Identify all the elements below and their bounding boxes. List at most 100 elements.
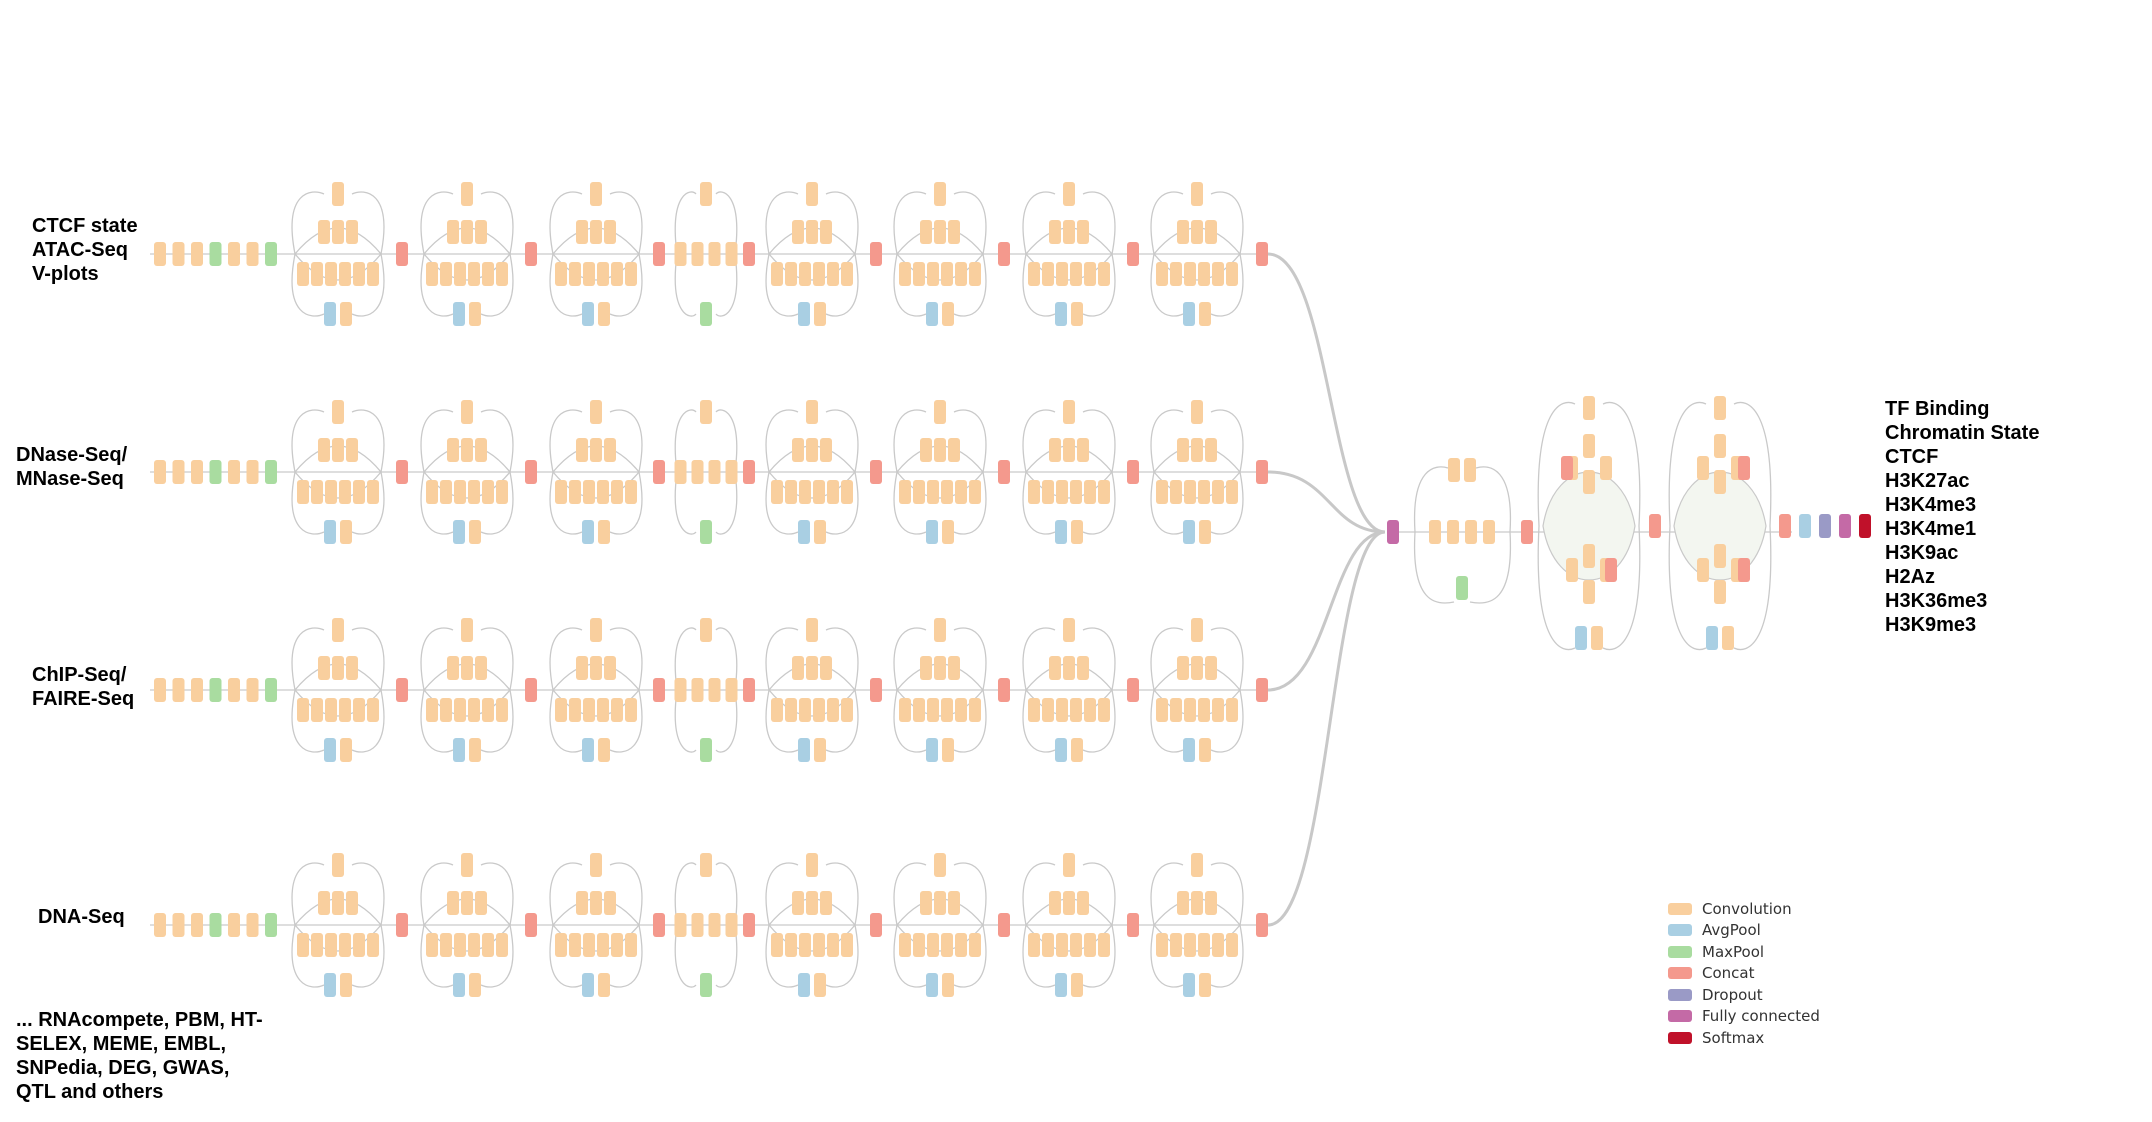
conv-block: [913, 933, 925, 957]
conv-block: [771, 933, 783, 957]
concat-block: [743, 678, 755, 702]
conv-block: [1714, 580, 1726, 604]
conv-block: [806, 618, 818, 642]
conv-block: [948, 220, 960, 244]
conv-block: [461, 618, 473, 642]
module-outline: [825, 409, 859, 473]
conv-block: [813, 698, 825, 722]
extra-sources-line: SELEX, MEME, EMBL,: [16, 1033, 227, 1055]
module-outline: [291, 471, 325, 535]
avgpool-block: [453, 302, 465, 326]
conv-block: [1028, 933, 1040, 957]
conv-block: [461, 220, 473, 244]
conv-block: [785, 480, 797, 504]
module-outline: [420, 924, 454, 988]
module-outline: [1668, 525, 1707, 651]
conv-block: [841, 933, 853, 957]
conv-block: [841, 698, 853, 722]
conv-block: [1042, 480, 1054, 504]
conv-block: [1714, 396, 1726, 420]
conv-block: [569, 480, 581, 504]
module-outline: [1668, 401, 1707, 527]
conv-block: [1583, 396, 1595, 420]
conv-block: [590, 618, 602, 642]
conv-block: [799, 262, 811, 286]
module-outline: [765, 862, 799, 926]
conv-block: [934, 656, 946, 680]
module-outline: [715, 471, 738, 535]
conv-block: [920, 220, 932, 244]
concat-block: [1649, 514, 1661, 538]
module-outline: [825, 862, 859, 926]
conv-block: [1077, 438, 1089, 462]
conv-block: [814, 520, 826, 544]
conv-block: [1583, 434, 1595, 458]
module-outline: [480, 689, 514, 753]
conv-block: [771, 262, 783, 286]
conv-block: [1063, 220, 1075, 244]
conv-block: [1205, 220, 1217, 244]
conv-block: [1205, 438, 1217, 462]
input-label-line: DNase-Seq/: [16, 444, 128, 466]
module-outline: [893, 627, 927, 691]
maxpool-block: [265, 242, 277, 266]
conv-block: [820, 891, 832, 915]
avgpool-block: [1799, 514, 1811, 538]
conv-block: [827, 698, 839, 722]
conv-block: [1198, 698, 1210, 722]
conv-block: [576, 891, 588, 915]
maxpool-block: [265, 678, 277, 702]
conv-block: [841, 262, 853, 286]
conv-block: [590, 438, 602, 462]
concat-block: [525, 460, 537, 484]
conv-block: [469, 302, 481, 326]
conv-block: [969, 698, 981, 722]
input-label-dna-seq: DNA-Seq: [38, 905, 125, 929]
conv-block: [674, 913, 687, 937]
module-outline: [549, 924, 583, 988]
module-outline: [1210, 191, 1244, 255]
conv-block: [1448, 458, 1460, 482]
conv-block: [955, 698, 967, 722]
module-outline: [420, 627, 454, 691]
conv-block: [1191, 656, 1203, 680]
module-outline: [291, 191, 325, 255]
conv-block: [1583, 544, 1595, 568]
conv-block: [576, 656, 588, 680]
concat-block: [1256, 460, 1268, 484]
module-outline: [291, 409, 325, 473]
conv-block: [700, 182, 712, 206]
module-outline: [893, 924, 927, 988]
maxpool-block: [700, 302, 712, 326]
conv-block: [1566, 558, 1578, 582]
conv-block: [1077, 656, 1089, 680]
maxpool-block: [209, 242, 222, 266]
conv-block: [934, 438, 946, 462]
conv-block: [461, 182, 473, 206]
conv-block: [1465, 520, 1477, 544]
conv-block: [899, 262, 911, 286]
conv-block: [934, 618, 946, 642]
conv-block: [468, 480, 480, 504]
concat-block: [1127, 913, 1139, 937]
concat-block: [396, 678, 408, 702]
conv-block: [1212, 698, 1224, 722]
module-outline: [420, 862, 454, 926]
module-outline: [1082, 409, 1116, 473]
module-outline: [351, 471, 385, 535]
conv-block: [1071, 973, 1083, 997]
conv-block: [1212, 480, 1224, 504]
concat-block: [870, 242, 882, 266]
conv-block: [1199, 302, 1211, 326]
conv-block: [841, 480, 853, 504]
conv-block: [297, 480, 309, 504]
conv-block: [461, 891, 473, 915]
conv-block: [583, 698, 595, 722]
module-outline: [1022, 924, 1056, 988]
conv-block: [820, 220, 832, 244]
concat-block: [653, 242, 665, 266]
avgpool-block: [324, 302, 336, 326]
legend-swatch: [1668, 1031, 1692, 1044]
conv-block: [1170, 262, 1182, 286]
conv-block: [1170, 698, 1182, 722]
